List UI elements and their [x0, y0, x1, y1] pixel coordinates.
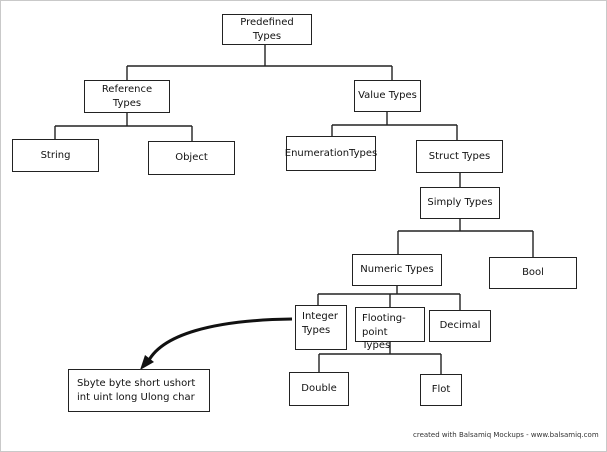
node-flot: Flot — [420, 374, 462, 406]
integer-arrow — [145, 317, 293, 365]
node-reference-types: Reference Types — [84, 80, 170, 113]
node-value-types: Value Types — [354, 80, 421, 112]
connector-reference — [54, 113, 193, 141]
connector-simply — [397, 219, 534, 257]
node-double: Double — [289, 372, 349, 406]
node-simply-types: Simply Types — [420, 187, 500, 219]
node-decimal: Decimal — [429, 310, 491, 342]
node-bool: Bool — [489, 257, 577, 289]
connector-predefined — [126, 45, 393, 80]
node-enumeration-types: EnumerationTypes — [285, 136, 377, 171]
integer-arrow-head — [140, 355, 154, 370]
balsamiq-footer: created with Balsamiq Mockups - www.bals… — [413, 431, 599, 439]
node-string: String — [12, 139, 99, 172]
node-object: Object — [148, 141, 235, 175]
connector-floating — [318, 342, 442, 374]
node-floating-point-types: Flooting-point Types — [355, 307, 425, 351]
node-numeric-types: Numeric Types — [352, 254, 442, 286]
node-integer-keyword-list: Sbyte byte short ushort int uint long Ul… — [68, 369, 210, 412]
node-struct-types: Struct Types — [416, 140, 503, 173]
connector-numeric — [317, 286, 461, 310]
node-predefined-types: Predefined Types — [222, 14, 312, 45]
node-integer-types: Integer Types — [295, 305, 347, 350]
connector-value — [331, 112, 458, 140]
